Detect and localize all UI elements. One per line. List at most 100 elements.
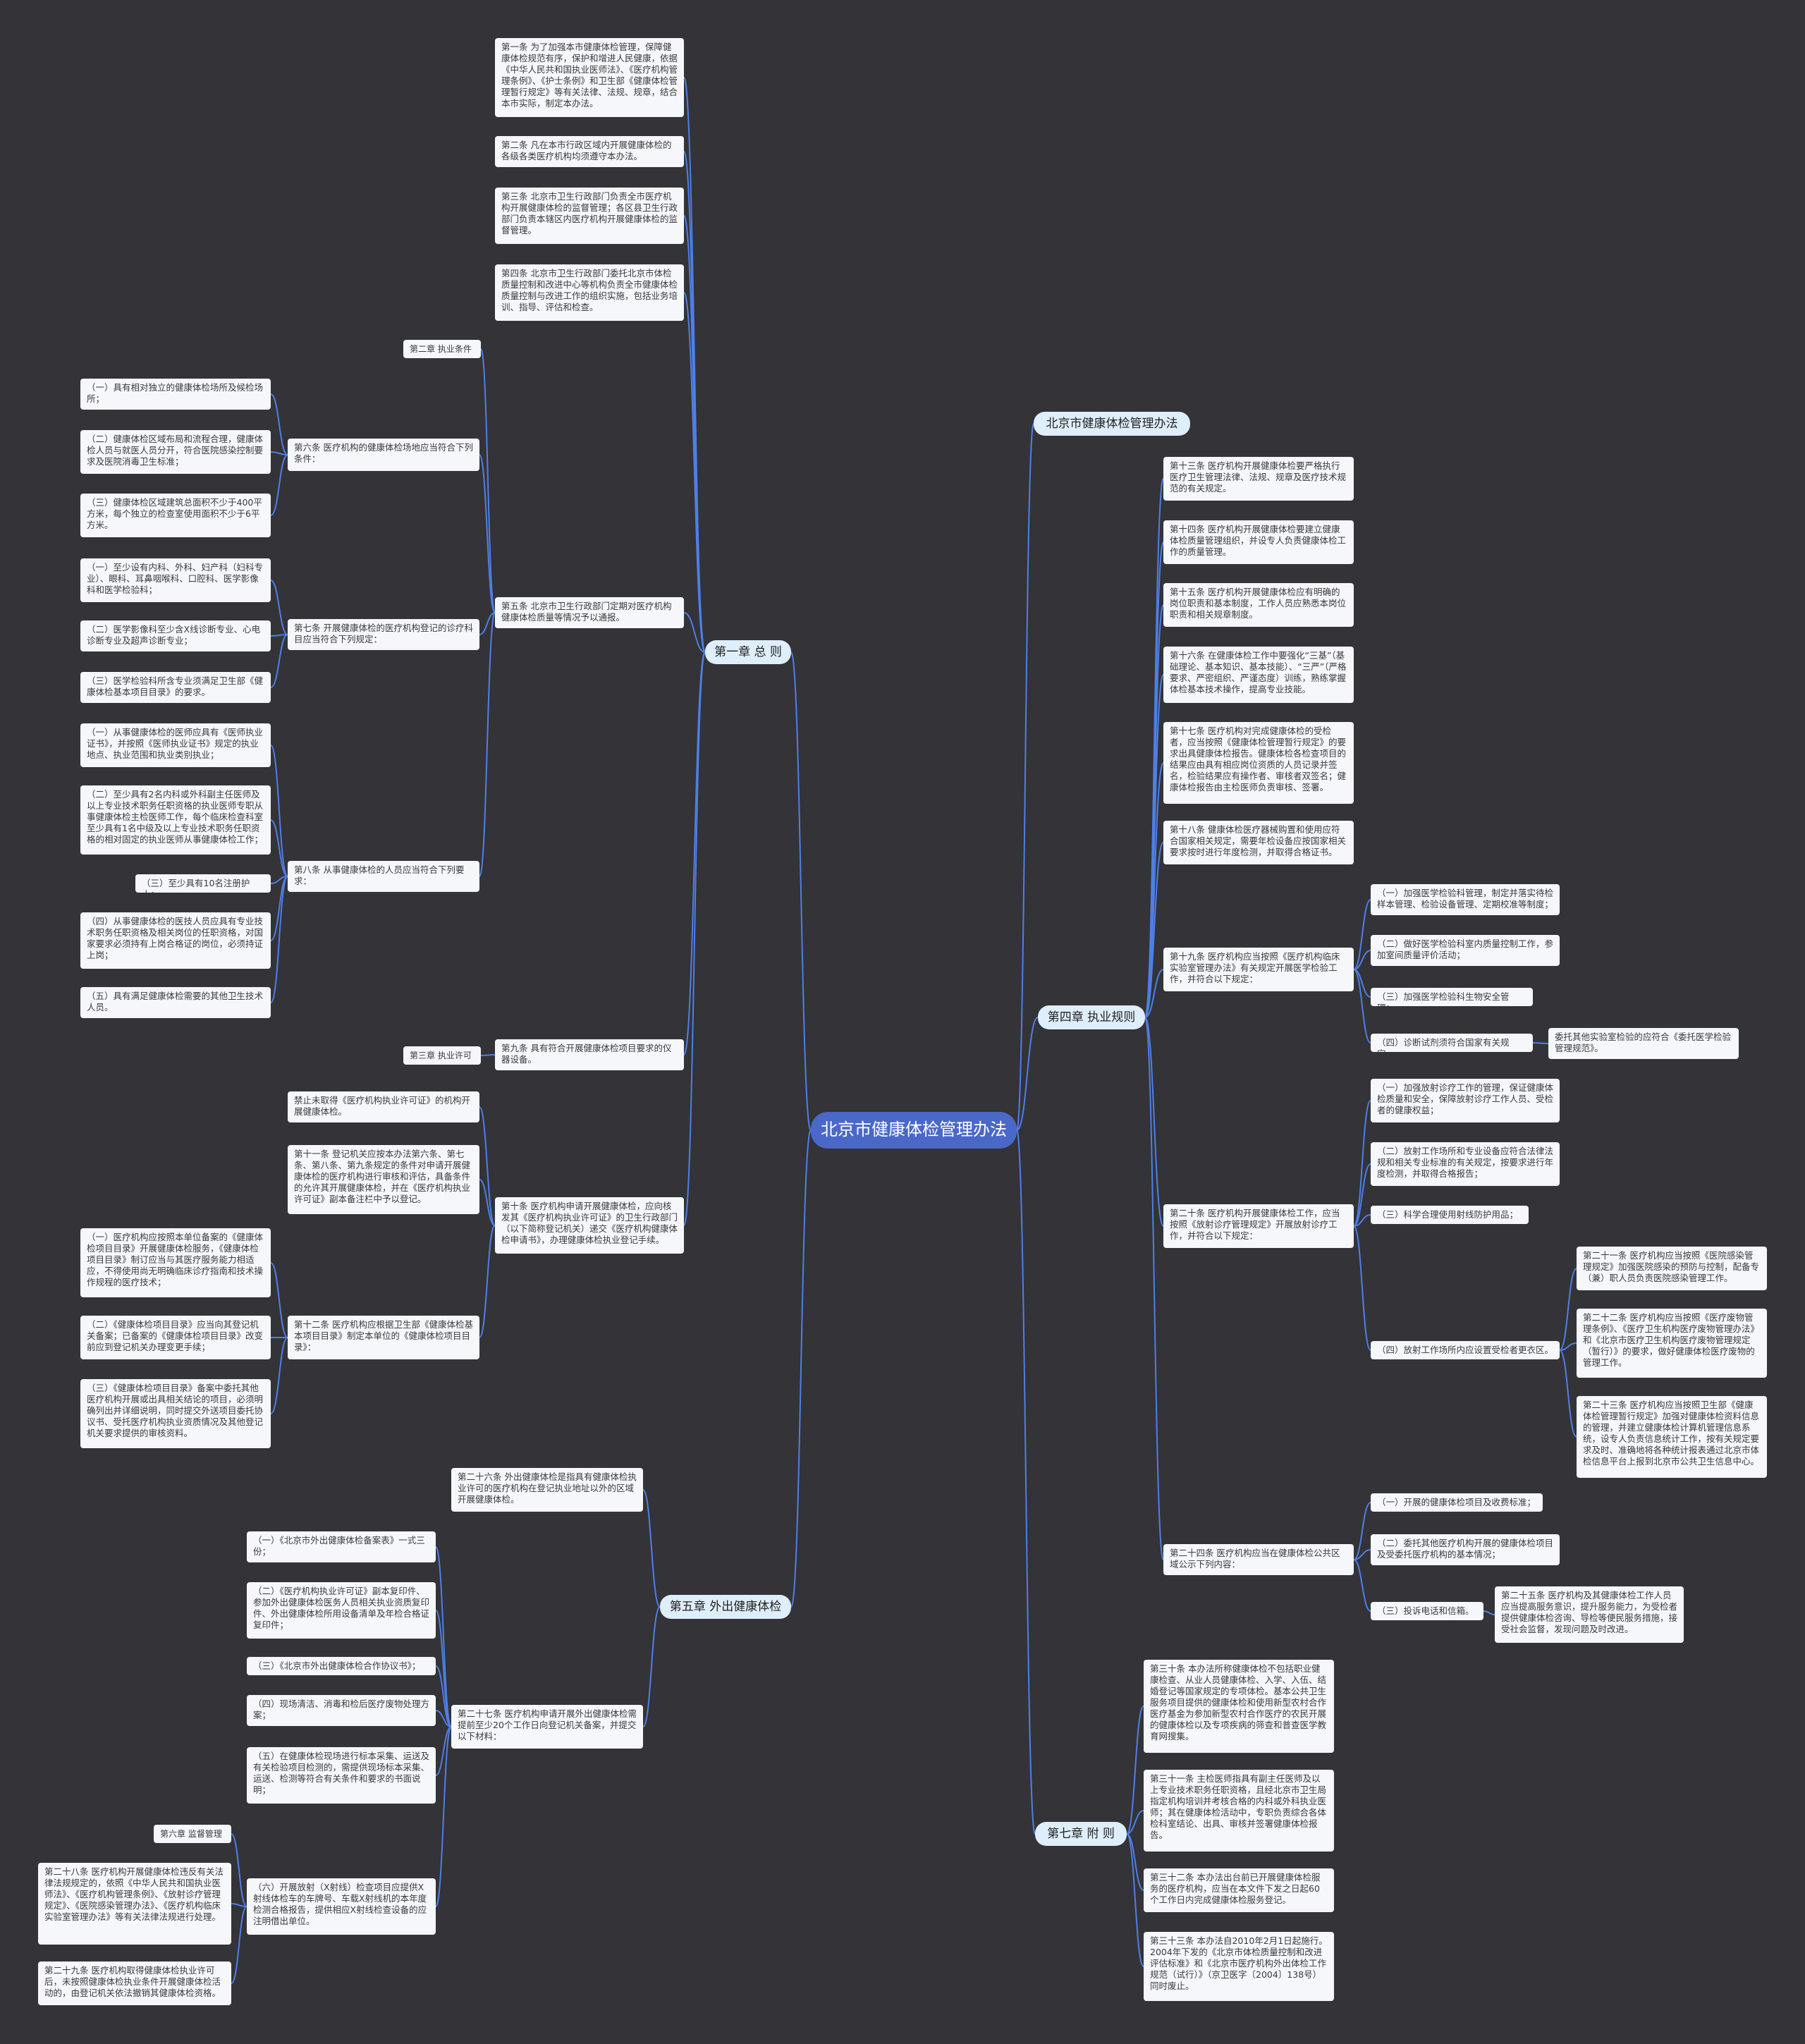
- chapter-2-conditions[interactable]: 第二章 执业条件: [403, 340, 481, 358]
- chapter-1-general[interactable]: 第一章 总 则: [705, 640, 791, 664]
- article-21[interactable]: 第二十一条 医疗机构应当按照《医院感染管理规定》加强医院感染的预防与控制，配备专…: [1577, 1247, 1767, 1290]
- article-18[interactable]: 第十八条 健康体检医疗器械购置和使用应符合国家相关规定，需要年检设备应按国家相关…: [1163, 821, 1354, 864]
- article-33[interactable]: 第三十三条 本办法自2010年2月1日起施行。2004年下发的《北京市体检质量控…: [1144, 1932, 1334, 2001]
- article-19-item-2[interactable]: （二）做好医学检验科室内质量控制工作，参加室间质量评价活动；: [1371, 935, 1560, 966]
- article-31[interactable]: 第三十一条 主检医师指具有副主任医师及以上专业技术职务任职资格，且经北京市卫生局…: [1144, 1770, 1334, 1852]
- article-2[interactable]: 第二条 凡在本市行政区域内开展健康体检的各级各类医疗机构均须遵守本办法。: [495, 136, 684, 167]
- chapter-6-supervision[interactable]: 第六章 监督管理: [154, 1825, 231, 1843]
- article-27-item-4[interactable]: （四）现场清洁、消毒和检后医疗废物处理方案；: [247, 1695, 436, 1726]
- chapter-7-supplementary[interactable]: 第七章 附 则: [1035, 1822, 1127, 1846]
- connector-41: [1144, 1017, 1164, 1227]
- article-7[interactable]: 第七条 开展健康体检的医疗机构登记的诊疗科目应当符合下列规定：: [288, 619, 479, 650]
- article-12-item-1[interactable]: （一）医疗机构应按照本单位备案的《健康体检项目目录》开展健康体检服务，《健康体检…: [80, 1228, 271, 1297]
- article-19-item-1[interactable]: （一）加强医学检验科管理，制定并落实待检样本管理、检验设备管理、定期校准等制度；: [1371, 884, 1560, 915]
- article-20-item-2[interactable]: （二）放射工作场所和专业设备应符合法律法规和相关专业标准的有关规定，按要求进行年…: [1371, 1142, 1560, 1186]
- connector-60: [642, 1606, 661, 1727]
- connector-17: [270, 451, 288, 455]
- article-15[interactable]: 第十五条 医疗机构开展健康体检应有明确的岗位职责和基本制度，工作人员应熟悉本岗位…: [1163, 583, 1354, 627]
- article-4[interactable]: 第四条 北京市卫生行政部门委托北京市体检质量控制和改进中心等机构负责全市健康体检…: [495, 264, 684, 321]
- connector-56: [1353, 1549, 1371, 1560]
- connector-28: [479, 1106, 496, 1226]
- connector-26: [270, 876, 288, 1003]
- article-27-item-2[interactable]: （二）《医疗机构执业许可证》副本复印件、参加外出健康体检医务人员相关执业资质复印…: [247, 1582, 436, 1639]
- article-27-item-6[interactable]: （六）开展放射（X射线）检查项目应提供X射线体检车的车牌号、车载X射线机的本年度…: [247, 1878, 436, 1935]
- connector-72: [1126, 1833, 1144, 1891]
- article-3[interactable]: 第三条 北京市卫生行政部门负责全市医疗机构开展健康体检的监督管理；各区县卫生行政…: [495, 188, 684, 244]
- chapter-law-title[interactable]: 北京市健康体检管理办法: [1034, 412, 1190, 436]
- article-17[interactable]: 第十七条 医疗机构对完成健康体检的受检者，应当按照《健康体检管理暂行规定》的要求…: [1163, 722, 1354, 804]
- connector-63: [435, 1665, 452, 1727]
- connector-4: [1016, 1130, 1036, 1835]
- article-8-item-4[interactable]: （四）从事健康体检的医技人员应具有专业技术职务任职资格及相关岗位的任职资格，对国…: [80, 912, 271, 969]
- article-32[interactable]: 第三十二条 本办法出台前已开展健康体检服务的医疗机构，应当在本文件下发之日起60…: [1144, 1868, 1334, 1912]
- article-8-item-1[interactable]: （一）从事健康体检的医师应具有《医师执业证书》，并按照《医师执业证书》规定的执业…: [80, 723, 271, 767]
- article-8-item-3[interactable]: （三）至少具有10名注册护士；: [135, 874, 271, 893]
- connector-0: [790, 651, 812, 1131]
- connector-2: [1016, 1017, 1039, 1131]
- article-6-item-1[interactable]: （一）具有相对独立的健康体检场所及候检场所；: [80, 379, 271, 410]
- article-20-item-4[interactable]: （四）放射工作场所内应设置受检者更衣区。: [1371, 1341, 1560, 1359]
- article-27-item-3[interactable]: （三）《北京市外出健康体检合作协议书》；: [247, 1657, 436, 1675]
- article-26[interactable]: 第二十六条 外出健康体检是指具有健康体检执业许可的医疗机构在登记执业地址以外的区…: [451, 1468, 643, 1512]
- article-13[interactable]: 第十三条 医疗机构开展健康体检要严格执行医疗卫生管理法律、法规、规章及医疗技术规…: [1163, 457, 1354, 501]
- article-19[interactable]: 第十九条 医疗机构应当按照《医疗机构临床实验室管理办法》有关规定开展医学检验工作…: [1163, 948, 1354, 991]
- article-28[interactable]: 第二十八条 医疗机构开展健康体检违反有关法律法规规定的，依照《中华人民共和国执业…: [38, 1863, 231, 1945]
- article-30[interactable]: 第三十条 本办法所称健康体检不包括职业健康检查、从业人员健康体检、入学、入伍、结…: [1144, 1660, 1334, 1753]
- connector-48: [1353, 1100, 1371, 1227]
- article-27-item-1[interactable]: （一）《北京市外出健康体检备案表》一式三份；: [247, 1531, 436, 1562]
- article-14[interactable]: 第十四条 医疗机构开展健康体检要建立健康体检质量管理组织，并设专人负责健康体检工…: [1163, 520, 1354, 564]
- article-7-item-3[interactable]: （三）医学检验科所含专业须满足卫生部《健康体检基本项目目录》的要求。: [80, 672, 271, 703]
- article-19-item-4[interactable]: （四）诊断试剂须符合国家有关规定。: [1371, 1034, 1533, 1052]
- article-24-item-3[interactable]: （三）投诉电话和信箱。: [1371, 1602, 1483, 1620]
- connector-9: [683, 612, 706, 653]
- article-1[interactable]: 第一条 为了加强本市健康体检管理，保障健康体检规范有序，保护和增进人民健康，依据…: [495, 38, 684, 117]
- article-20-item-3[interactable]: （三）科学合理使用射线防护用品；: [1371, 1206, 1529, 1224]
- article-12-item-2[interactable]: （二）《健康体检项目目录》应当向其登记机关备案；已备案的《健康体检项目目录》改变…: [80, 1316, 271, 1359]
- article-11[interactable]: 第十一条 登记机关应按本办法第六条、第七条、第八条、第九条规定的条件对申请开展健…: [288, 1145, 479, 1214]
- article-20[interactable]: 第二十条 医疗机构开展健康体检工作，应当按照《放射诊疗管理规定》开展放射诊疗工作…: [1163, 1204, 1354, 1248]
- connector-67: [231, 1833, 247, 1907]
- article-6[interactable]: 第六条 医疗机构的健康体检场地应当符合下列条件：: [288, 439, 479, 471]
- connector-29: [479, 1179, 496, 1226]
- article-19-item-3[interactable]: （三）加强医学检验科生物安全管理；: [1371, 988, 1533, 1006]
- article-20-item-1[interactable]: （一）加强放射诊疗工作的管理，保证健康体检质量和安全，保障放射诊疗工作人员、受检…: [1371, 1079, 1560, 1122]
- article-29[interactable]: 第二十九条 医疗机构取得健康体检执业许可后，未按照健康体检执业条件开展健康体检活…: [38, 1962, 231, 2005]
- chapter-4-practice-rules[interactable]: 第四章 执业规则: [1038, 1005, 1145, 1029]
- article-24[interactable]: 第二十四条 医疗机构应当在健康体检公共区域公示下列内容：: [1163, 1544, 1354, 1575]
- article-19-entrusted-lab[interactable]: 委托其他实验室检验的应符合《委托医学检验管理规范》。: [1548, 1028, 1739, 1059]
- article-7-item-1[interactable]: （一）至少设有内科、外科、妇产科（妇科专业）、眼科、耳鼻咽喉科、口腔科、医学影像…: [80, 558, 271, 602]
- connector-7: [683, 215, 706, 653]
- connector-49: [1353, 1163, 1371, 1227]
- article-16[interactable]: 第十六条 在健康体检工作中要强化“三基”（基础理论、基本知识、基本技能）、“三严…: [1163, 647, 1354, 703]
- article-27[interactable]: 第二十七条 医疗机构申请开展外出健康体检需提前至少20个工作日向登记机关备案，并…: [451, 1705, 643, 1749]
- connector-47: [1532, 1042, 1549, 1044]
- article-6-item-2[interactable]: （二）健康体检区域布局和流程合理，健康体检人员与就医人员分开，符合医院感染控制要…: [80, 430, 271, 474]
- article-8-item-2[interactable]: （二）至少具有2名内科或外科副主任医师及以上专业技术职务任职资格的执业医师专职从…: [80, 785, 271, 855]
- article-22[interactable]: 第二十二条 医疗机构应当按照《医疗废物管理条例》、《医疗卫生机构医疗废物管理办法…: [1577, 1309, 1767, 1378]
- article-9[interactable]: 第九条 具有符合开展健康体检项目要求的仪器设备。: [495, 1039, 684, 1070]
- article-8-item-5[interactable]: （五）具有满足健康体检需要的其他卫生技术人员。: [80, 987, 271, 1018]
- article-24-item-2[interactable]: （二）委托其他医疗机构开展的健康体检项目及受委托医疗机构的基本情况；: [1371, 1534, 1560, 1565]
- article-23[interactable]: 第二十三条 医疗机构应当按照卫生部《健康体检管理暂行规定》加强对健康体检资料信息…: [1577, 1396, 1767, 1478]
- article-12-item-3[interactable]: （三）《健康体检项目目录》备案中委托其他医疗机构开展或出具相关结论的项目，必须明…: [80, 1379, 271, 1448]
- connector-58: [1483, 1610, 1495, 1615]
- chapter-3-license[interactable]: 第三章 执业许可: [403, 1046, 481, 1065]
- connector-15: [479, 612, 496, 877]
- article-27-item-5[interactable]: （五）在健康体检现场进行标本采集、运送及有关检验项目检测的，需提供现场标本采集、…: [247, 1747, 436, 1804]
- root-node[interactable]: 北京市健康体检管理办法: [811, 1112, 1017, 1149]
- article-7-item-2[interactable]: （二）医学影像科至少含X线诊断专业、心电诊断专业及超声诊断专业；: [80, 620, 271, 651]
- connector-10: [683, 651, 706, 1055]
- chapter-5-outside-exam[interactable]: 第五章 外出健康体检: [660, 1595, 791, 1619]
- connector-64: [435, 1710, 452, 1727]
- article-10[interactable]: 第十条 医疗机构申请开展健康体检，应向核发其《医疗机构执业许可证》的卫生行政部门…: [495, 1197, 684, 1254]
- connector-43: [1353, 899, 1371, 970]
- article-6-item-3[interactable]: （三）健康体检区域建筑总面积不少于400平方米，每个独立的检查室使用面积不少于6…: [80, 494, 271, 537]
- article-25[interactable]: 第二十五条 医疗机构及其健康体检工作人员应当提高服务意识，提升服务能力，为受检者…: [1495, 1586, 1684, 1643]
- article-24-item-1[interactable]: （一）开展的健康体检项目及收费标准；: [1371, 1493, 1543, 1512]
- connector-35: [1144, 541, 1164, 1018]
- article-5[interactable]: 第五条 北京市卫生行政部门定期对医疗机构健康体检质量等情况予以通报。: [495, 597, 684, 628]
- article-12[interactable]: 第十二条 医疗机构应根据卫生部《健康体检基本项目目录》制定本单位的《健康体检项目…: [288, 1316, 479, 1359]
- connector-12: [480, 348, 496, 613]
- article-8[interactable]: 第八条 从事健康体检的人员应当符合下列要求：: [288, 861, 479, 892]
- article-10-prohibition[interactable]: 禁止未取得《医疗机构执业许可证》的机构开展健康体检。: [288, 1091, 479, 1122]
